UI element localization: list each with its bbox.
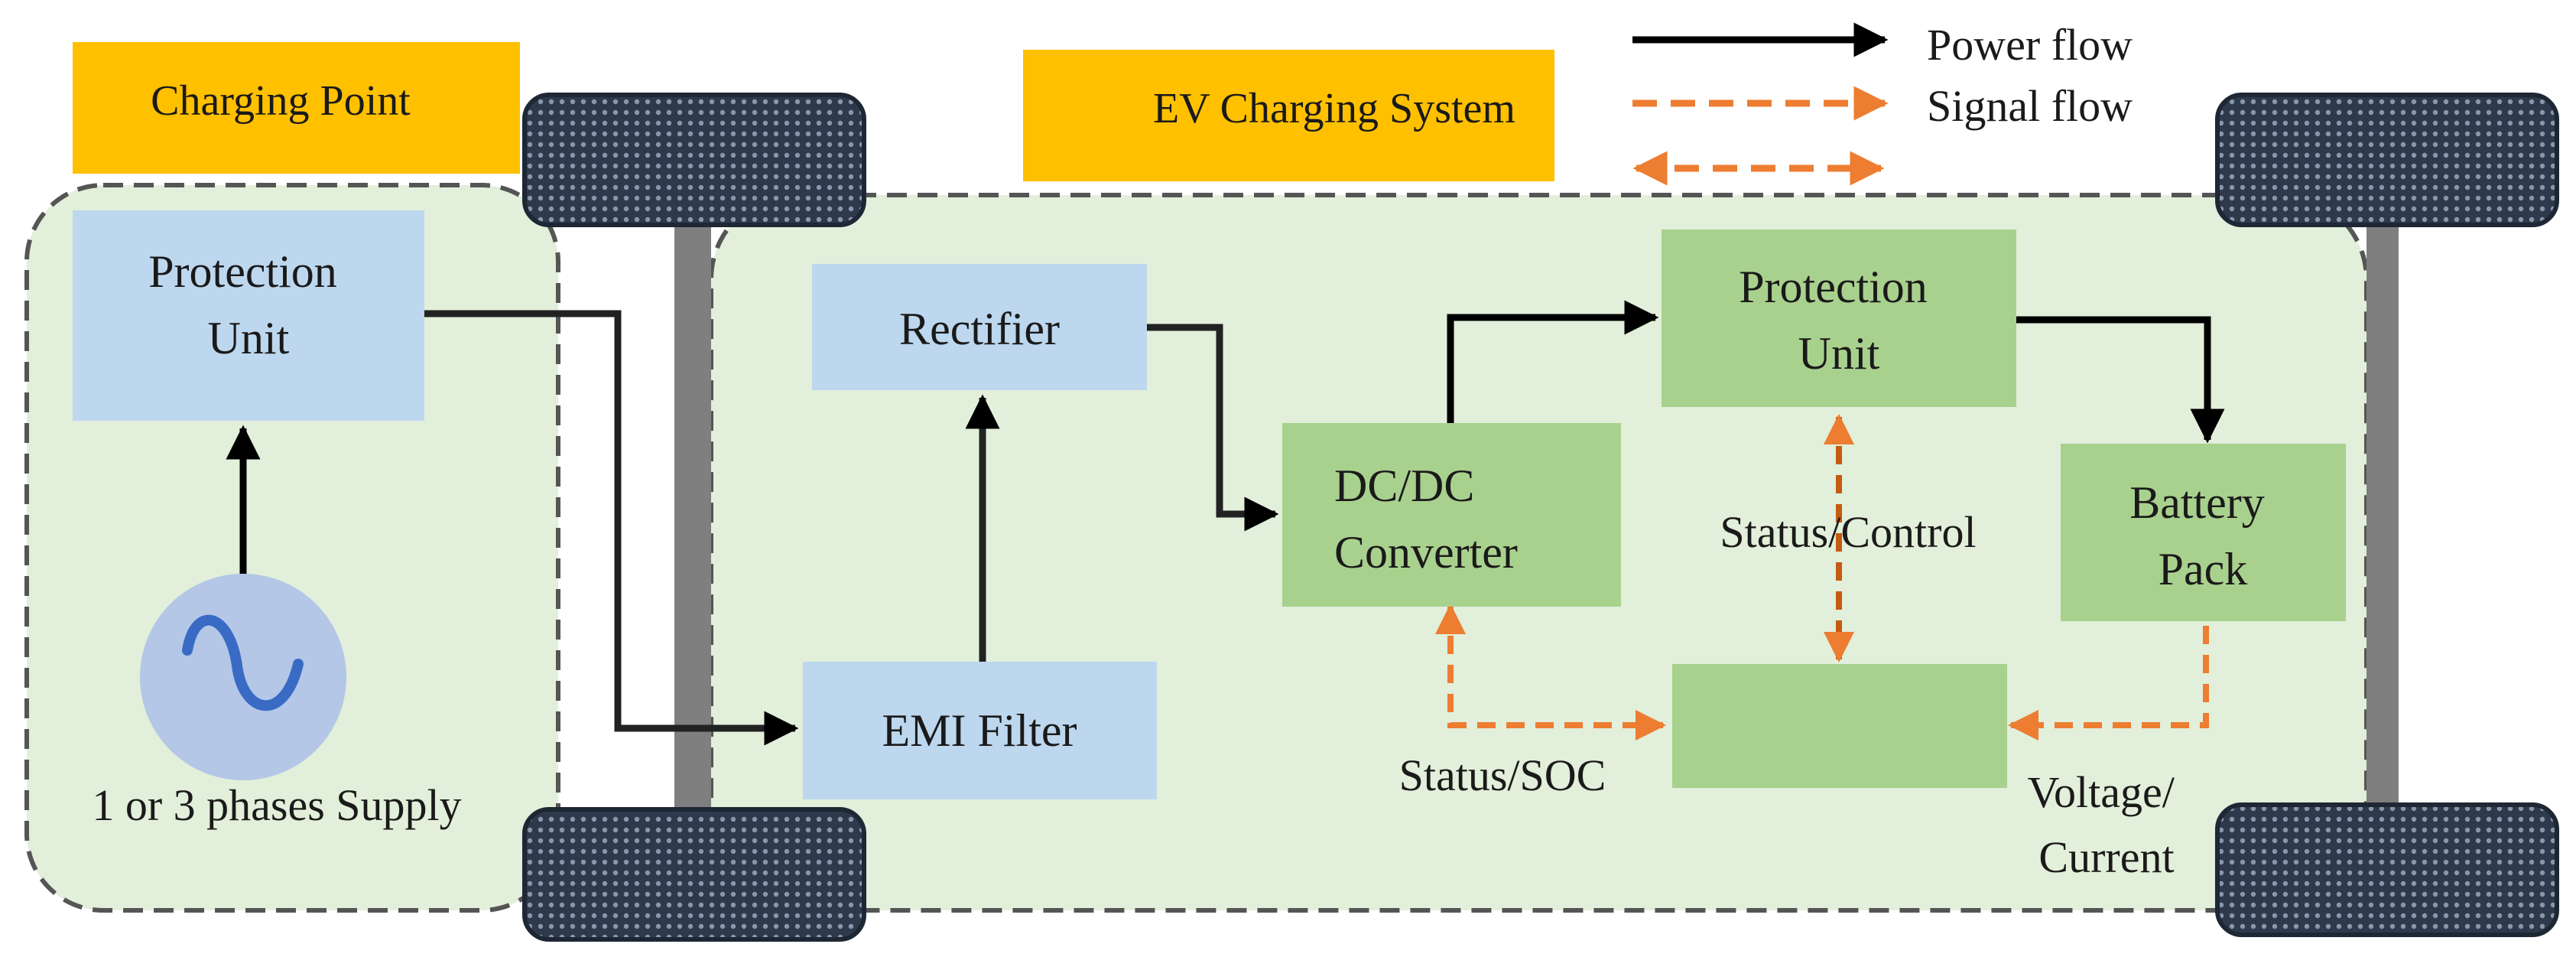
battery-line1: Battery [2129,477,2265,528]
power-protection-to-battery [2016,316,2225,444]
ev-protection-line1: Protection [1739,262,1928,312]
status-control-label: Status/Control [1720,507,1976,557]
battery-pack-block [2061,444,2346,621]
ev-system-header [1023,50,1554,181]
emi-filter-label: EMI Filter [882,705,1077,756]
rectifier-block [812,264,1147,390]
tire-top-left [522,93,866,227]
battery-pack-label: Battery Pack [2129,477,2276,594]
legend-power-label: Power flow [1927,20,2133,70]
signal-dcdc-controller [1435,604,1666,741]
voltage-line: Voltage/ [2028,767,2175,817]
ev-protection-label: Protection Unit [1739,262,1939,379]
voltage-current-label: Voltage/ Current [2028,767,2186,882]
power-dcdc-to-protection [1447,300,1659,423]
controller-block [1672,664,2007,788]
dcdc-converter-label: DC/DC Converter [1334,461,1518,578]
tire-bottom-right [2215,802,2559,937]
dcdc-converter-block [1282,423,1621,607]
current-line: Current [2038,832,2174,882]
cp-protection-line2: Unit [208,313,290,363]
power-protection-to-emi [424,310,799,746]
charging-point-title: Charging Point [151,77,411,125]
legend-signal-label: Signal flow [1927,81,2133,131]
dcdc-line1: DC/DC [1334,461,1474,511]
legend: Power flow Signal flow [1632,20,2133,186]
right-axle [2366,199,2399,811]
emi-filter-block [803,662,1157,799]
ev-system-title: EV Charging System [1153,85,1515,132]
battery-line2: Pack [2159,544,2248,594]
left-axle [674,184,711,830]
signal-battery-controller [2008,626,2209,741]
rectifier-label: Rectifier [899,304,1060,354]
dcdc-line2: Converter [1334,527,1518,578]
tire-top-right [2215,93,2559,227]
charging-point-header [73,42,520,174]
ev-protection-unit [1662,229,2016,407]
ev-protection-line2: Unit [1798,328,1880,379]
cp-protection-unit [73,210,424,421]
sine-wave-icon [182,614,304,711]
tire-bottom-left [522,807,866,942]
cp-protection-line1: Protection [148,246,337,297]
supply-label: 1 or 3 phases Supply [92,780,461,830]
power-rectifier-to-dcdc [1147,324,1279,532]
cp-protection-label: Protection Unit [148,246,349,363]
status-soc-label: Status/SOC [1399,750,1606,800]
